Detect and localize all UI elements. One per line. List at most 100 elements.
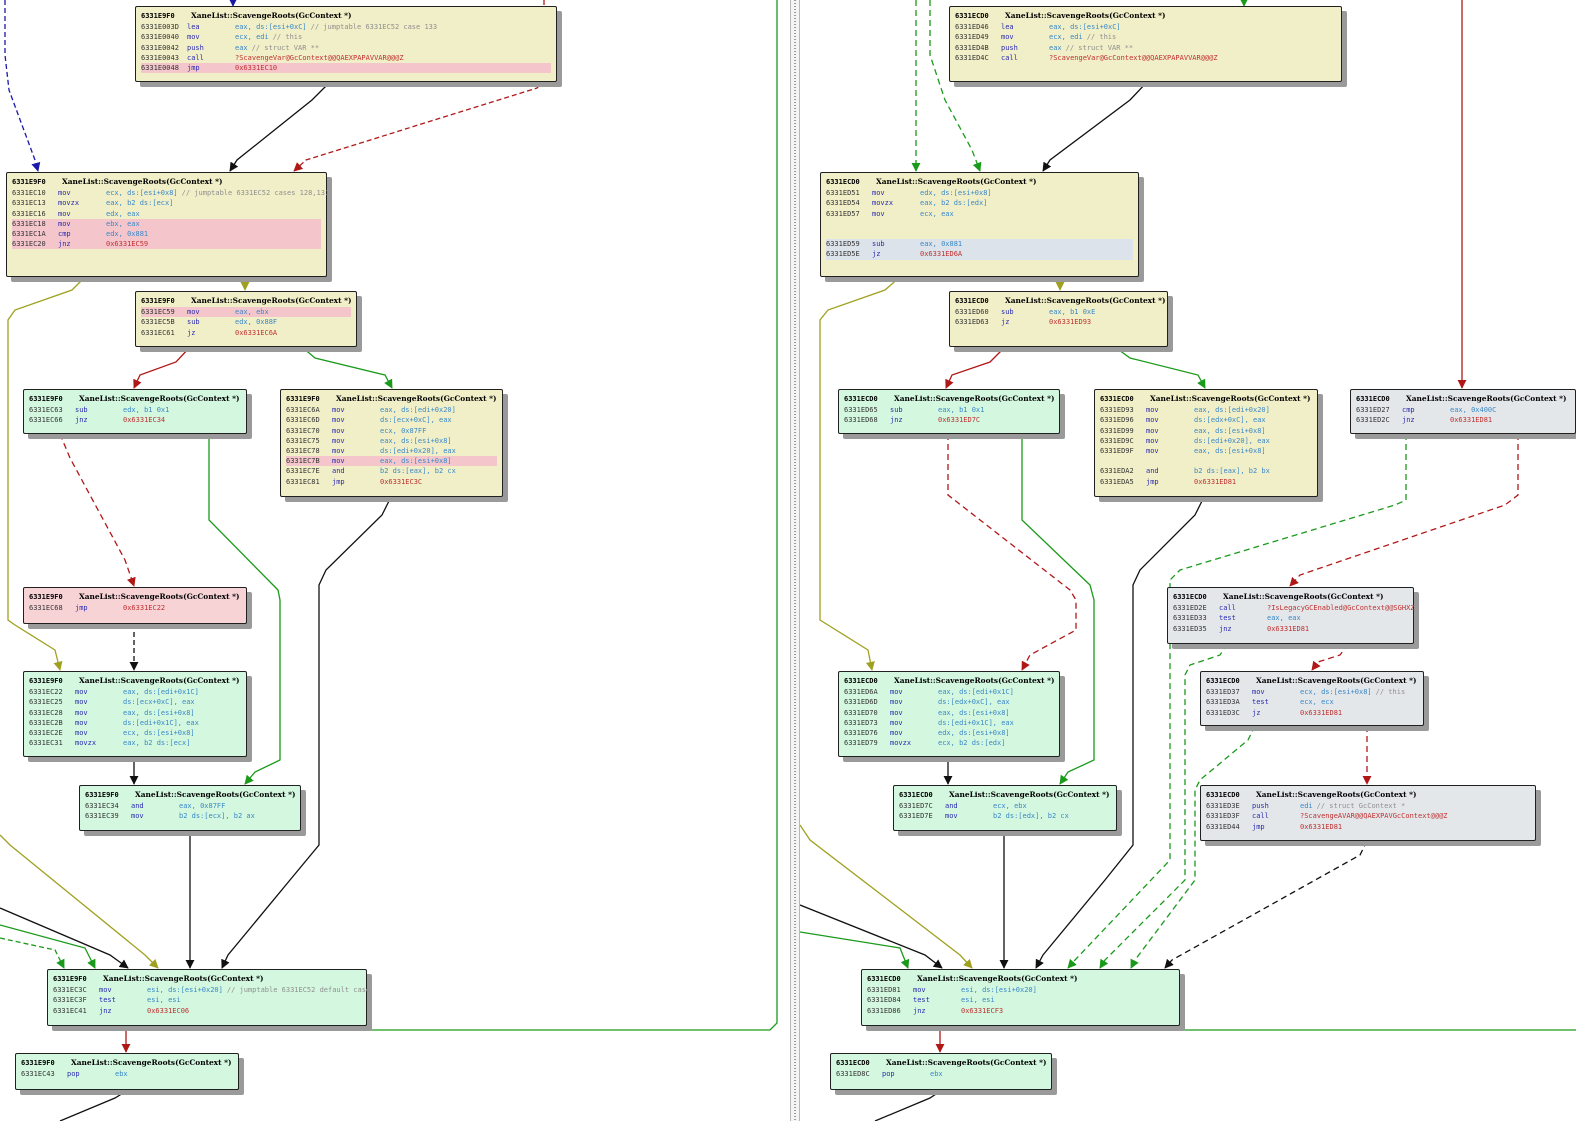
- instruction-row[interactable]: [826, 229, 1133, 239]
- instruction-row[interactable]: [826, 219, 1133, 229]
- pane-splitter[interactable]: [790, 0, 800, 1121]
